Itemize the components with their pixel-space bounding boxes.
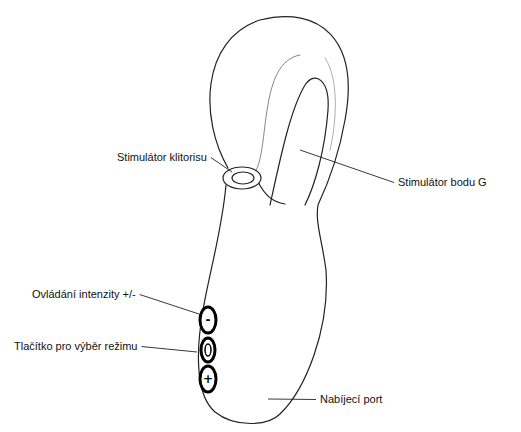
leader-line (300, 150, 394, 183)
leader-line (140, 295, 199, 315)
leader-line (211, 158, 232, 173)
button-symbol: + (203, 373, 213, 385)
mode-button-mark (205, 344, 211, 356)
plus-button (200, 366, 216, 392)
clitoral-stimulator (223, 167, 261, 189)
part-label: Nabíjecí port (320, 393, 382, 406)
mode-button (201, 338, 215, 362)
part-label: Ovládání intenzity +/- (32, 288, 136, 301)
part-label: Stimulátor bodu G (398, 176, 487, 189)
g-spot-arm (270, 78, 328, 205)
minus-button (200, 307, 216, 333)
leader-line (141, 347, 197, 353)
part-label: Stimulátor klitorisu (117, 151, 207, 164)
leader-line (268, 399, 316, 401)
part-label: Tlačítko pro výběr režimu (14, 340, 137, 353)
head-inner-line (255, 55, 300, 172)
head-inner-line (325, 58, 335, 150)
button-symbol: - (206, 314, 211, 326)
device-outline (198, 17, 348, 424)
arm-base-line (258, 182, 285, 204)
clitoral-stimulator-opening (232, 172, 254, 184)
